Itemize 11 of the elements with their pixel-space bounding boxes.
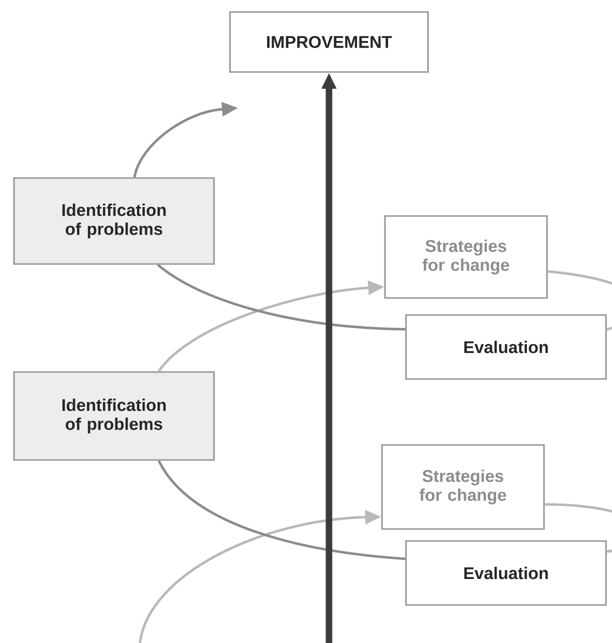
process-box: Identification of problems [13,177,215,265]
process-box: Evaluation [405,540,607,606]
connector-line [548,270,612,330]
process-box: Strategies for change [384,215,548,299]
process-box: Strategies for change [381,444,545,530]
connector-line [157,264,406,330]
process-box: Identification of problems [13,371,215,461]
connector-line [158,460,406,560]
improvement-box: IMPROVEMENT [229,11,429,73]
process-box: Evaluation [405,314,607,380]
connector-line [544,503,612,553]
